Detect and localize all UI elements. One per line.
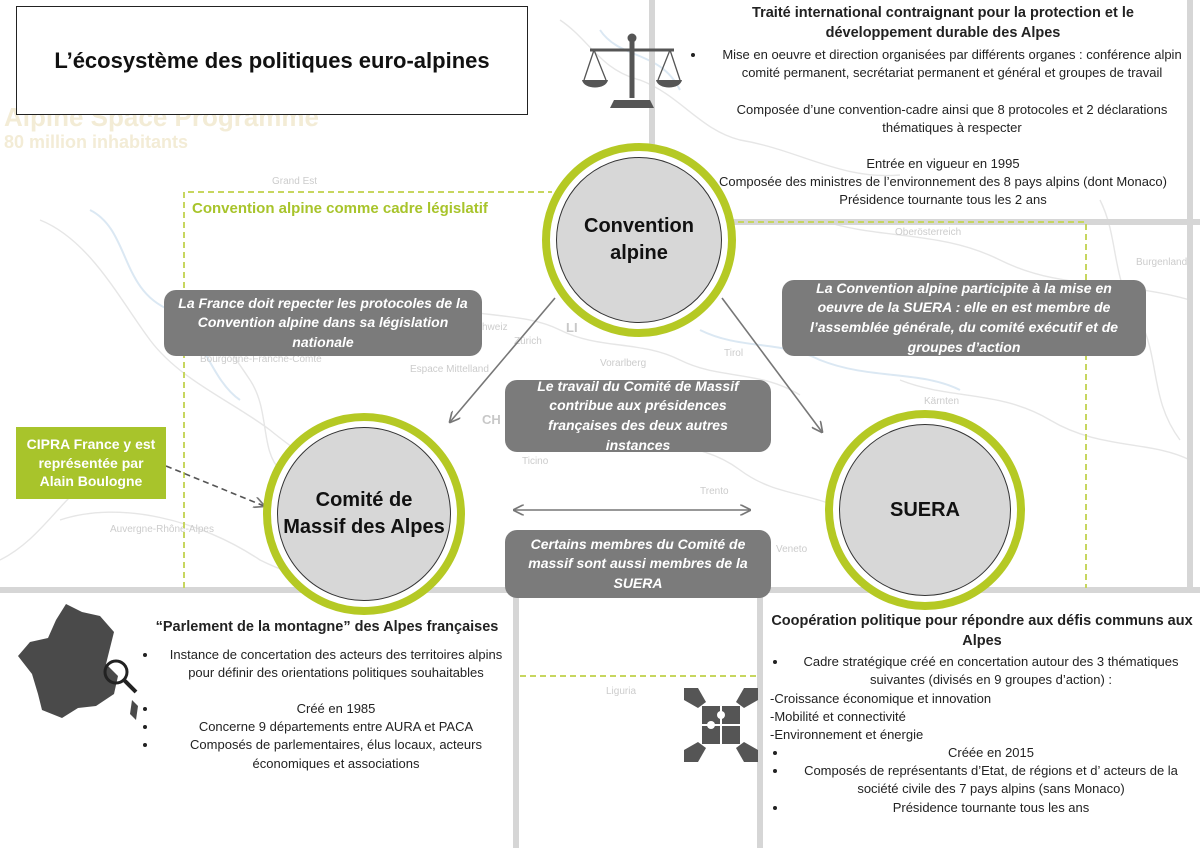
map-label-ticino: Ticino [522,456,549,467]
france-map-icon [18,604,138,720]
map-label-tirol: Tirol [724,348,743,359]
suera-panel-theme-1: -Mobilité et connectivité [770,708,906,724]
map-label-trento: Trento [700,486,729,497]
relation-france-protocols: La France doit repecter les protocoles d… [164,290,482,356]
suera-panel-theme-0: -Croissance économique et innovation [770,690,992,706]
map-label-zurich: Zürich [514,336,542,347]
convention-panel-heading: Traité international contraignant pour l… [752,5,1134,41]
map-label-liguria: Liguria [606,686,636,697]
comite-panel: “Parlement de la montagne” des Alpes fra… [140,618,514,773]
map-label-veneto: Veneto [776,544,808,555]
map-label-li: LI [566,320,578,335]
suera-panel-bullet-framework: Cadre stratégique créé en concertation a… [788,653,1194,689]
map-label-burgenland: Burgenland [1136,257,1187,268]
comite-panel-bullet-3: Composés de parlementaires, élus locaux,… [158,736,514,772]
map-label-auvergne: Auvergne-Rhône-Alpes [110,524,214,535]
suera-panel-theme-2: -Environnement et énergie [770,726,924,742]
title-box: L’écosystème des politiques euro-alpines [16,6,528,115]
convention-panel-bullet: Mise en oeuvre et direction organisées p… [706,46,1198,82]
map-label-bourgogne: Bourgogne-Franche-Comté [200,354,322,365]
legal-frame-label: Convention alpine comme cadre législatif [192,200,488,217]
comite-panel-bullet-0: Instance de concertation des acteurs des… [158,646,514,682]
map-label-karnten: Kärnten [924,396,959,407]
comite-panel-heading: “Parlement de la montagne” des Alpes fra… [155,619,499,635]
map-label-schweiz: hweiz [482,322,508,333]
convention-panel: Traité international contraignant pour l… [688,4,1198,209]
puzzle-hands-icon [684,688,758,762]
page-title: L’écosystème des politiques euro-alpines [54,47,490,73]
comite-panel-bullet-2: Concerne 9 départements entre AURA et PA… [158,718,514,736]
node-convention-alpine: Convention alpine [542,143,736,337]
magnifier-icon [103,659,138,694]
comite-panel-bullet-1: Créé en 1985 [158,700,514,718]
suera-panel: Coopération politique pour répondre aux … [770,612,1194,817]
node-suera-label: SUERA [839,424,1011,596]
map-label-grand-est: Grand Est [272,176,317,187]
relation-convention-suera: La Convention alpine participite à la mi… [782,280,1146,356]
cipra-box: CIPRA France y est représentée par Alain… [16,427,166,499]
relation-comite-presidences: Le travail du Comité de Massif contribue… [505,378,771,453]
node-suera: SUERA [825,410,1025,610]
node-comite-massif-label: Comité de Massif des Alpes [277,427,451,601]
map-label-population: 80 million inhabitants [4,132,188,152]
node-comite-massif: Comité de Massif des Alpes [263,413,465,615]
map-label-oberosterreich: Oberösterreich [895,227,961,238]
map-label-vorarlberg: Vorarlberg [600,358,646,369]
suera-panel-heading: Coopération politique pour répondre aux … [771,613,1193,649]
convention-panel-ministers: Composée des ministres de l’environnemen… [718,174,1167,190]
suera-panel-bullet-0: Créée en 2015 [788,744,1194,762]
relation-shared-members: Certains membres du Comité de massif son… [505,530,771,598]
map-label-espace: Espace Mittelland [410,364,489,375]
convention-panel-in-force: Entrée en vigueur en 1995 [866,155,1020,171]
suera-panel-bullet-1: Composés de représentants d’Etat, de rég… [788,762,1194,798]
suera-panel-bullet-2: Présidence tournante tous les ans [788,799,1194,817]
convention-panel-presidency: Présidence tournante tous les 2 ans [839,192,1047,208]
balance-scale-icon [582,33,682,108]
convention-panel-composition: Composée d’une convention-cadre ainsi qu… [736,101,1168,135]
node-convention-alpine-label: Convention alpine [556,157,722,323]
map-label-ch: CH [482,412,501,427]
